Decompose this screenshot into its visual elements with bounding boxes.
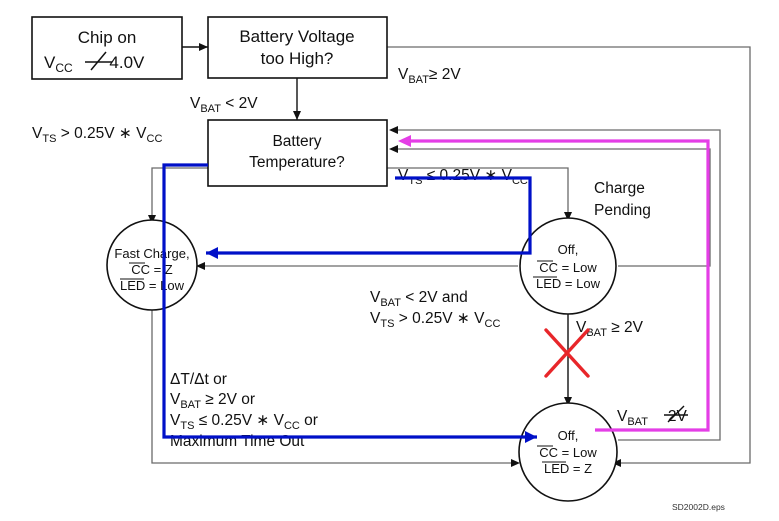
chip-on-line1: Chip on xyxy=(78,28,137,47)
fast-charge-state xyxy=(106,219,198,311)
label-charge-pending-2: Pending xyxy=(594,202,651,219)
label-fault-1: ΔT/Δt or xyxy=(170,371,227,388)
not-equal-ramp-icon-2 xyxy=(664,405,688,423)
blue-path-fast-charge-to-off xyxy=(162,163,537,443)
arrowhead-fault-off xyxy=(511,459,520,467)
label-mid-cond-1: VBAT < 2V and xyxy=(370,289,468,309)
pending-off-line2: CC = Low xyxy=(539,260,597,275)
magenta-arrowhead xyxy=(398,135,411,147)
battery-temperature-line1: Battery xyxy=(272,133,321,150)
off-bottom-line2: CC = Low xyxy=(539,445,597,460)
label-vts-gt: VTS > 0.25V ∗ VCC xyxy=(32,125,162,145)
not-equal-ramp-icon xyxy=(85,51,112,71)
off-state-bottom xyxy=(518,402,618,502)
fast-charge-line2: CC = Z xyxy=(131,262,173,277)
flow-temp-to-charge-pending xyxy=(387,167,569,212)
red-cross-icon xyxy=(544,328,590,378)
fast-charge-line1: Fast Charge, xyxy=(114,246,189,261)
battery-temperature-line2: Temperature? xyxy=(249,154,345,171)
label-fault-3: VTS ≤ 0.25V ∗ VCC or xyxy=(170,412,318,432)
file-name-label: SD2002D.eps xyxy=(672,502,725,512)
arrowhead-temp-return-2 xyxy=(389,145,398,153)
label-fault-2: VBAT ≥ 2V or xyxy=(170,391,255,411)
off-bottom-line3: LED = Z xyxy=(544,461,592,476)
battery-voltage-line2: too High? xyxy=(261,49,334,68)
blue-path-temp-to-fast-charge xyxy=(206,176,532,259)
flow-fast-charge-to-off xyxy=(151,305,511,464)
label-vbat-ge-2v-top: VBAT≥ 2V xyxy=(398,66,461,86)
pending-off-line3: LED = Low xyxy=(536,276,601,291)
pending-off-line1: Off, xyxy=(558,242,579,257)
arrowhead-pending-fast xyxy=(196,262,205,270)
off-bottom-line1: Off, xyxy=(558,428,579,443)
arrowhead-pending-off xyxy=(564,397,572,406)
label-vbat-ge-2v-right: VBAT ≥ 2V xyxy=(576,319,644,339)
chip-on-box xyxy=(31,16,183,80)
flow-temp-to-fast-charge xyxy=(151,167,208,215)
flow-vbat-high-to-off xyxy=(387,46,751,464)
arrowhead-temp-return xyxy=(389,126,398,134)
label-mid-cond-2: VTS > 0.25V ∗ VCC xyxy=(370,310,500,330)
fast-charge-line3: LED = Low xyxy=(120,278,185,293)
battery-voltage-line1: Battery Voltage xyxy=(239,27,354,46)
flow-off-to-temperature xyxy=(398,129,721,441)
flow-pending-to-temperature xyxy=(398,148,711,267)
chip-on-line2: VCC 4.0V xyxy=(44,53,145,75)
magenta-path-off-to-temperature xyxy=(410,139,710,432)
label-vbat-lt-2v: VBAT < 2V xyxy=(190,95,258,115)
arrowhead-charge-pending xyxy=(564,212,572,221)
label-charge-pending-1: Charge xyxy=(594,180,645,197)
battery-temperature-box xyxy=(207,119,388,187)
battery-voltage-box xyxy=(207,16,388,79)
charge-pending-state xyxy=(519,217,617,315)
